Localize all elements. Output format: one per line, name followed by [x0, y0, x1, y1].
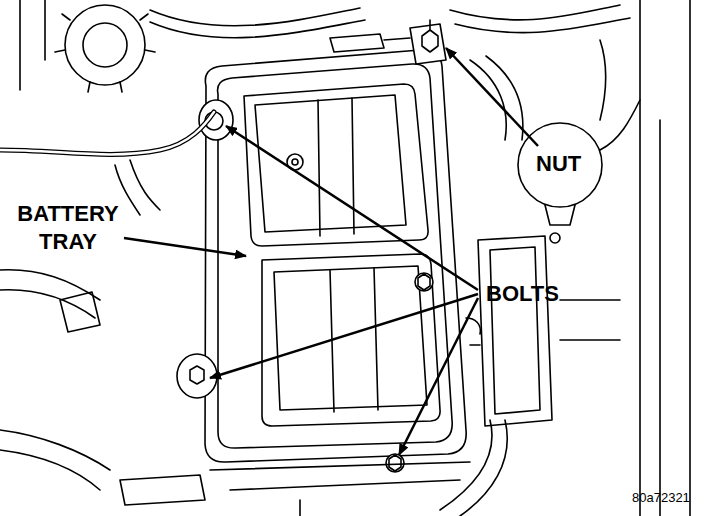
part-label: NUT: [536, 150, 596, 178]
figure-number: 80a72321: [632, 490, 698, 506]
part-label: BATTERY TRAY: [2, 200, 134, 256]
part-label: BOLTS: [486, 280, 576, 308]
